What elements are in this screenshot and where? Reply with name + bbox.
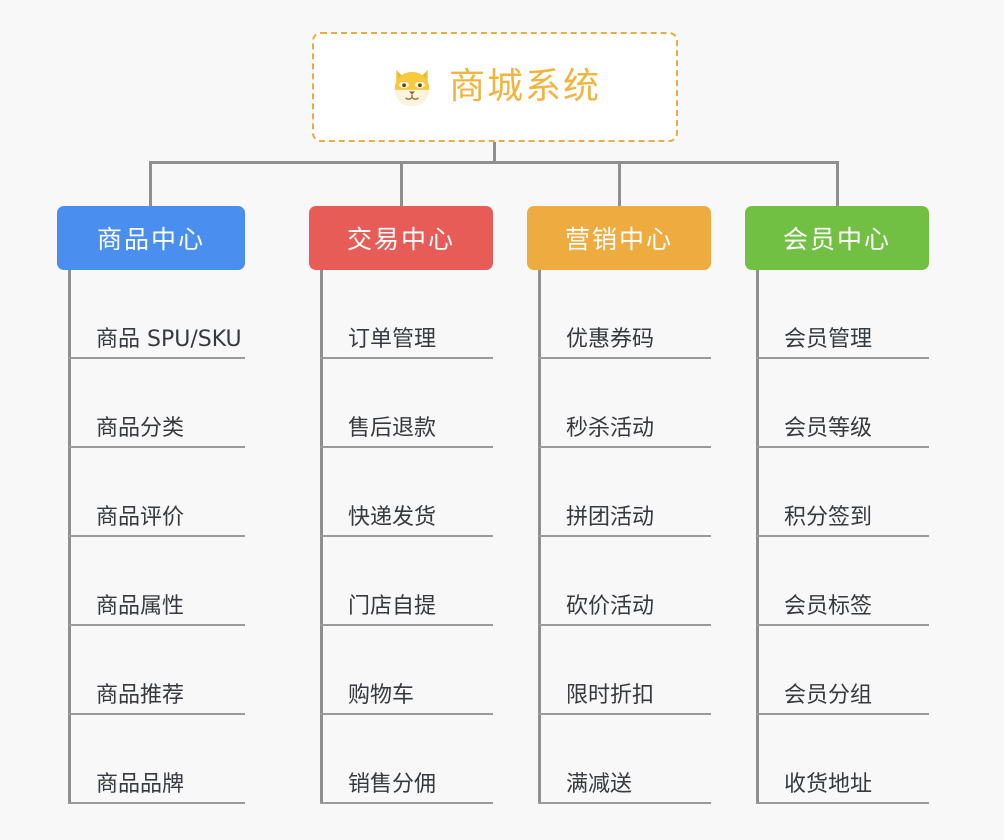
branch-交易中心: 交易中心 订单管理 售后退款 快递发货 门店自提 购物车 销售分佣 [309,206,493,804]
leaf-label: 快递发货 [348,504,437,530]
connector-drop-2 [400,161,403,208]
leaf-label: 商品品牌 [96,771,185,797]
branch-营销中心: 营销中心 优惠券码 秒杀活动 拼团活动 砍价活动 限时折扣 满减送 [527,206,711,804]
leaf-item[interactable]: 会员标签 [756,537,929,626]
root-node[interactable]: 商城系统 [312,32,678,142]
branch-header-label-2: 交易中心 [346,225,455,254]
leaf-item[interactable]: 会员等级 [756,359,929,448]
branch-header-2[interactable]: 交易中心 [309,206,493,270]
leaf-list-4: 会员管理 会员等级 积分签到 会员标签 会员分组 收货地址 [745,270,929,804]
branch-header-1[interactable]: 商品中心 [57,206,245,270]
leaf-label: 秒杀活动 [566,415,655,441]
connector-root-stem [493,142,496,164]
leaf-label: 商品属性 [96,593,185,619]
leaf-item[interactable]: 商品 SPU/SKU [68,270,245,359]
leaf-label: 会员管理 [784,326,873,352]
connector-horizontal-bus [149,161,839,164]
leaf-item[interactable]: 快递发货 [320,448,493,537]
leaf-label: 商品推荐 [96,682,185,708]
leaf-item[interactable]: 砍价活动 [538,537,711,626]
leaf-label: 购物车 [348,682,415,708]
leaf-item[interactable]: 商品品牌 [68,715,245,804]
leaf-item[interactable]: 满减送 [538,715,711,804]
leaf-label: 收货地址 [784,771,873,797]
leaf-item[interactable]: 限时折扣 [538,626,711,715]
leaf-item[interactable]: 积分签到 [756,448,929,537]
leaf-label: 会员标签 [784,593,873,619]
leaf-list-1: 商品 SPU/SKU 商品分类 商品评价 商品属性 商品推荐 商品品牌 [57,270,245,804]
leaf-item[interactable]: 购物车 [320,626,493,715]
leaf-label: 会员分组 [784,682,873,708]
leaf-item[interactable]: 商品属性 [68,537,245,626]
leaf-label: 拼团活动 [566,504,655,530]
leaf-item[interactable]: 会员分组 [756,626,929,715]
leaf-label: 订单管理 [348,326,437,352]
leaf-label: 销售分佣 [348,771,437,797]
leaf-item[interactable]: 售后退款 [320,359,493,448]
connector-trunk-1 [68,270,71,804]
branch-header-label-3: 营销中心 [564,225,673,254]
connector-trunk-4 [756,270,759,804]
leaf-item[interactable]: 收货地址 [756,715,929,804]
leaf-label: 限时折扣 [566,682,655,708]
leaf-item[interactable]: 销售分佣 [320,715,493,804]
leaf-label: 优惠券码 [566,326,655,352]
leaf-label: 砍价活动 [566,593,655,619]
leaf-label: 积分签到 [784,504,873,530]
leaf-item[interactable]: 优惠券码 [538,270,711,359]
leaf-item[interactable]: 门店自提 [320,537,493,626]
leaf-label: 会员等级 [784,415,873,441]
branch-header-label-4: 会员中心 [782,225,891,254]
leaf-item[interactable]: 会员管理 [756,270,929,359]
branch-header-3[interactable]: 营销中心 [527,206,711,270]
branch-会员中心: 会员中心 会员管理 会员等级 积分签到 会员标签 会员分组 收货地址 [745,206,929,804]
connector-drop-1 [149,161,152,208]
leaf-list-3: 优惠券码 秒杀活动 拼团活动 砍价活动 限时折扣 满减送 [527,270,711,804]
leaf-item[interactable]: 商品分类 [68,359,245,448]
leaf-item[interactable]: 商品推荐 [68,626,245,715]
leaf-label: 门店自提 [348,593,437,619]
shiba-dog-face-icon [394,69,430,107]
leaf-item[interactable]: 订单管理 [320,270,493,359]
connector-trunk-2 [320,270,323,804]
connector-drop-3 [618,161,621,208]
branch-header-label-1: 商品中心 [96,225,205,254]
leaf-label: 售后退款 [348,415,437,441]
leaf-list-2: 订单管理 售后退款 快递发货 门店自提 购物车 销售分佣 [309,270,493,804]
leaf-label: 商品 SPU/SKU [96,326,242,352]
leaf-item[interactable]: 商品评价 [68,448,245,537]
leaf-item[interactable]: 秒杀活动 [538,359,711,448]
leaf-label: 商品评价 [96,504,185,530]
root-title: 商城系统 [448,66,601,107]
leaf-label: 满减送 [566,771,633,797]
branch-header-4[interactable]: 会员中心 [745,206,929,270]
connector-drop-4 [836,161,839,208]
connector-trunk-3 [538,270,541,804]
leaf-item[interactable]: 拼团活动 [538,448,711,537]
leaf-label: 商品分类 [96,415,185,441]
branch-商品中心: 商品中心 商品 SPU/SKU 商品分类 商品评价 商品属性 商品推荐 商品品牌 [57,206,245,804]
